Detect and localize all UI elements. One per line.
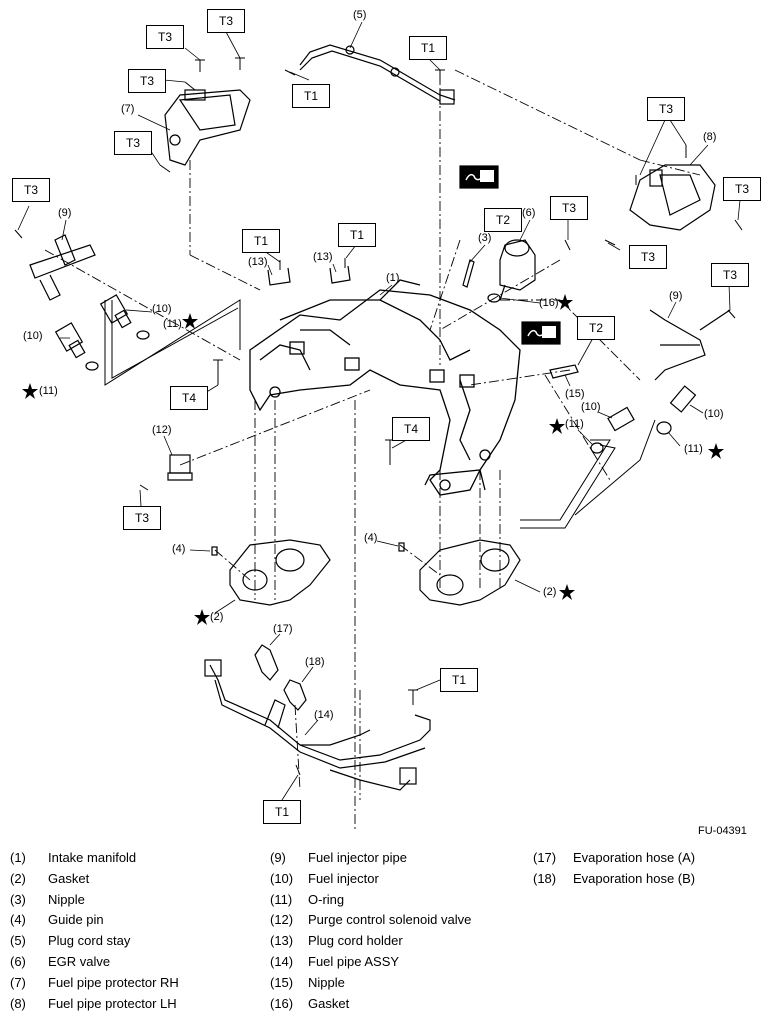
torque-box: T3	[114, 131, 152, 155]
legend-item: (13)Plug cord holder	[270, 933, 403, 949]
callout-leaders	[60, 21, 709, 736]
torque-box: T4	[392, 417, 430, 441]
legend-item: (18)Evaporation hose (B)	[533, 870, 696, 886]
part-callout: (7)	[121, 103, 135, 115]
plug-cord-stay-part	[299, 44, 456, 105]
figure-id: FU-04391	[698, 825, 747, 837]
part-callout: (13)	[313, 251, 333, 263]
torque-box: T2	[484, 208, 522, 232]
part-callout: (5)	[353, 9, 367, 21]
torque-box: T1	[338, 223, 376, 247]
grease-icons	[459, 165, 561, 345]
part-callout: (11)	[684, 443, 703, 455]
part-callout: (1)	[386, 272, 400, 284]
torque-box: T3	[123, 506, 161, 530]
fuel-injector-pipe-left-part	[29, 234, 96, 301]
torque-box: T3	[207, 9, 245, 33]
legend-item: (9)Fuel injector pipe	[270, 850, 407, 865]
part-callout: (2)	[543, 586, 557, 598]
part-callout: (16)	[539, 297, 559, 309]
fuel-pipe-protector-rh-part	[164, 89, 251, 166]
torque-box: T4	[170, 386, 208, 410]
torque-box: T3	[723, 177, 761, 201]
fuel-pipe-protector-lh-part	[629, 164, 716, 231]
legend-column-2: (9)Fuel injector pipe (10)Fuel injector …	[270, 848, 520, 1014]
torque-box: T1	[242, 229, 280, 253]
nipple-parts	[462, 259, 579, 379]
torque-box: T3	[146, 25, 184, 49]
legend-item: (5)Plug cord stay	[10, 933, 131, 949]
part-callout: (17)	[273, 623, 293, 635]
part-callout: (15)	[565, 388, 585, 400]
part-callout: (11)	[565, 418, 584, 430]
torque-box: T3	[647, 97, 685, 121]
part-callout: (12)	[152, 424, 172, 436]
torque-box: T3	[12, 178, 50, 202]
star-marks	[22, 294, 724, 625]
legend-item: (8)Fuel pipe protector LH	[10, 995, 177, 1011]
legend-item: (10)Fuel injector	[270, 870, 379, 886]
torque-box: T1	[409, 36, 447, 60]
fuel-line-paths	[104, 299, 656, 529]
fuel-pipe-assy-part	[204, 659, 431, 791]
torque-box: T3	[550, 196, 588, 220]
legend-item: (11)O-ring	[270, 891, 345, 907]
intake-manifold-part	[249, 279, 521, 496]
part-callout: (10)	[581, 401, 601, 413]
torque-box: T1	[440, 668, 478, 692]
part-callout: (13)	[248, 256, 268, 268]
evaporation-hose-parts	[254, 644, 307, 711]
part-callout: (8)	[703, 131, 717, 143]
guide-pin-parts	[211, 542, 405, 556]
fuel-injector-parts	[54, 294, 697, 432]
torque-box: T2	[577, 316, 615, 340]
diagram-drawing	[14, 21, 743, 830]
part-callout: (11)	[39, 385, 58, 397]
fuel-injector-pipe-right-part	[649, 309, 731, 381]
torque-box: T1	[263, 800, 301, 824]
parts-legend: (1)Intake manifold (2)Gasket (3)Nipple (…	[0, 848, 770, 1018]
legend-item: (6)EGR valve	[10, 953, 111, 969]
part-callout: (3)	[478, 232, 492, 244]
legend-item: (17)Evaporation hose (A)	[533, 850, 696, 865]
plug-cord-holder-parts	[267, 265, 351, 286]
legend-item: (16)Gasket	[270, 995, 350, 1011]
egr-valve-part	[499, 239, 536, 301]
part-callout: (4)	[364, 532, 378, 544]
torque-box: T3	[128, 69, 166, 93]
torque-box: T1	[292, 84, 330, 108]
legend-item: (7)Fuel pipe protector RH	[10, 974, 179, 990]
gasket-parts	[229, 539, 521, 606]
legend-item: (14)Fuel pipe ASSY	[270, 953, 400, 969]
part-callout: (2)	[210, 611, 224, 623]
part-callout: (18)	[305, 656, 325, 668]
legend-item: (4)Guide pin	[10, 912, 104, 928]
legend-item: (1)Intake manifold	[10, 850, 137, 865]
legend-column-1: (1)Intake manifold (2)Gasket (3)Nipple (…	[10, 848, 260, 1014]
part-callout: (14)	[314, 709, 334, 721]
torque-box: T3	[629, 245, 667, 269]
exploded-view-diagram: T3 T3 T3 T3 T1 T1 T3 T3 T3 T3 T1 T1 T2 T…	[12, 9, 761, 837]
part-callout: (6)	[522, 207, 536, 219]
purge-solenoid-part	[167, 454, 193, 481]
legend-item: (3)Nipple	[10, 891, 85, 907]
part-callout: (10)	[152, 303, 172, 315]
part-callout: (10)	[23, 330, 43, 342]
legend-item: (2)Gasket	[10, 870, 90, 886]
legend-item: (12)Purge control solenoid valve	[270, 912, 472, 928]
part-callout: (4)	[172, 543, 186, 555]
legend-item: (15)Nipple	[270, 974, 345, 990]
part-callout: (11)	[163, 318, 182, 330]
torque-box: T3	[711, 263, 749, 287]
part-callout: (10)	[704, 408, 724, 420]
leader-lines	[44, 69, 701, 830]
o-ring-parts	[85, 330, 672, 454]
part-callout: (9)	[669, 290, 683, 302]
part-callout: (9)	[58, 207, 72, 219]
legend-column-3: (17)Evaporation hose (A) (18)Evaporation…	[533, 848, 763, 890]
